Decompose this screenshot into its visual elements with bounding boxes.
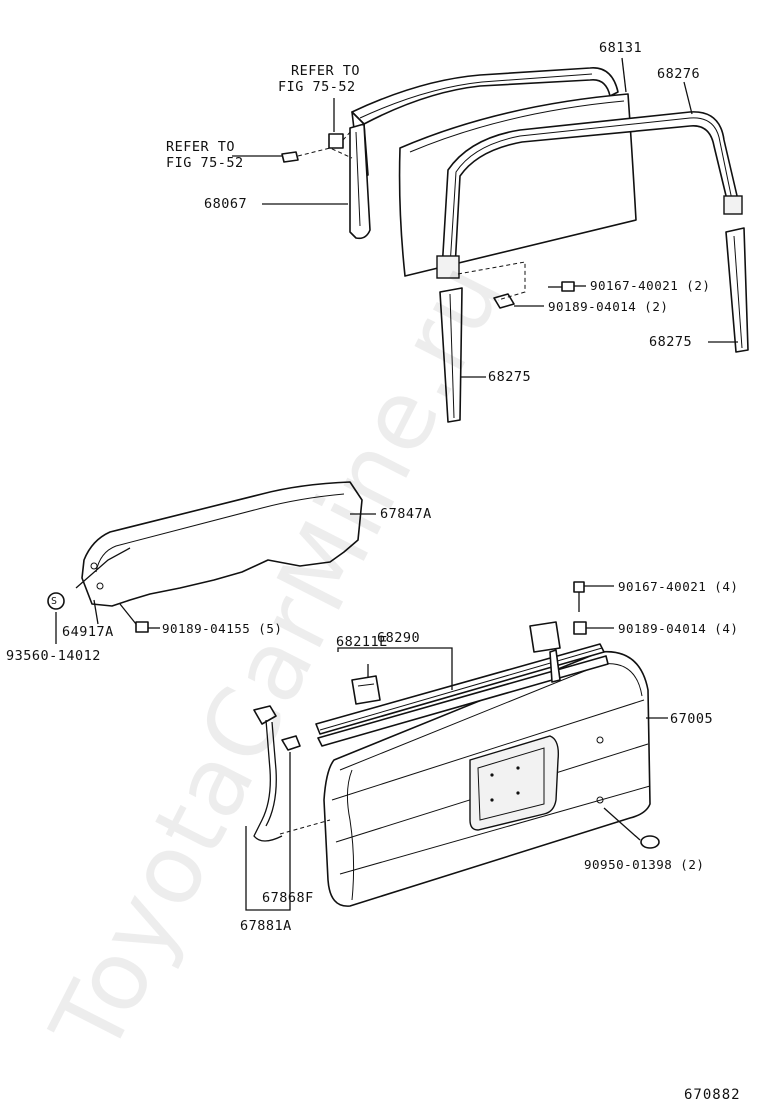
figure-number: 670882	[684, 1087, 741, 1103]
label-68276: 68276	[657, 66, 701, 82]
nut-90189-upper	[493, 293, 515, 309]
part-68067-garnish	[349, 123, 371, 240]
label-refer-top-2: FIG 75-52	[278, 79, 356, 95]
nut-90189-lower	[573, 621, 587, 635]
label-90167-40021-4: 90167-40021 (4)	[618, 579, 739, 594]
label-refer-left-2: FIG 75-52	[166, 155, 244, 171]
symbol-s: S	[51, 596, 58, 607]
label-90189-04155: 90189-04155 (5)	[162, 621, 283, 636]
label-refer-left-1: REFER TO	[166, 139, 236, 155]
back-window-glass	[398, 93, 637, 277]
label-68131: 68131	[599, 40, 643, 56]
label-64917A: 64917A	[62, 624, 114, 640]
label-refer-top-1: REFER TO	[291, 63, 361, 79]
clip-90189-04155	[135, 621, 149, 633]
part-68275-right-channel	[725, 227, 749, 353]
clip-refer	[281, 133, 344, 163]
part-68275-left-channel	[439, 287, 463, 423]
part-68276-frame	[436, 111, 743, 279]
part-67847A-trim-board	[81, 481, 363, 607]
part-67881A-support	[253, 705, 283, 842]
part-67005-back-door	[323, 650, 651, 907]
label-90189-04014-4: 90189-04014 (4)	[618, 621, 739, 636]
label-67881A: 67881A	[240, 918, 292, 934]
label-68067: 68067	[204, 196, 248, 212]
label-68211E: 68211E	[336, 634, 388, 650]
label-68290: 68290	[377, 630, 421, 646]
label-67005: 67005	[670, 711, 714, 727]
screw-90167-upper	[548, 281, 575, 292]
label-68275-right: 68275	[649, 334, 693, 350]
label-90950-01398: 90950-01398 (2)	[584, 857, 705, 872]
hinge-upper-right	[529, 621, 561, 683]
label-93560-14012: 93560-14012	[6, 648, 101, 664]
part-67868F-stay	[281, 735, 301, 751]
label-68275-left: 68275	[488, 369, 532, 385]
symbol-s-circle	[47, 592, 65, 610]
label-90167-40021-2: 90167-40021 (2)	[590, 278, 711, 293]
part-64917A-seal	[75, 547, 131, 589]
label-90189-04014-2: 90189-04014 (2)	[548, 299, 669, 314]
bolt-90167-lower	[573, 581, 585, 612]
label-67868F: 67868F	[262, 890, 314, 906]
part-68211E-clip	[351, 675, 381, 705]
label-67847A: 67847A	[380, 506, 432, 522]
